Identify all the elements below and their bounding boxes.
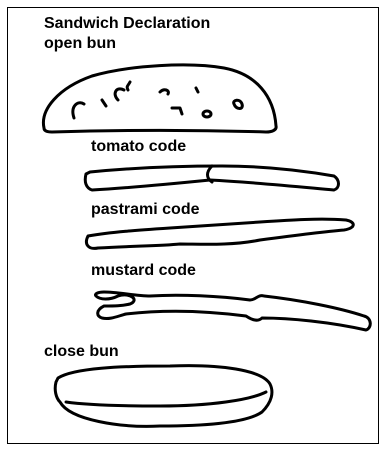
tomato-code-label: tomato code (91, 138, 187, 155)
mustard-icon (94, 290, 372, 332)
diagram-title: Sandwich Declaration (44, 15, 211, 32)
tomato-icon (83, 164, 340, 192)
pastrami-code-label: pastrami code (91, 201, 200, 218)
open-bun-label: open bun (44, 35, 116, 52)
close-bun-label: close bun (44, 343, 119, 360)
close-bun-icon (53, 364, 274, 428)
open-bun-icon (41, 63, 278, 134)
pastrami-icon (84, 217, 355, 250)
mustard-code-label: mustard code (91, 262, 196, 279)
